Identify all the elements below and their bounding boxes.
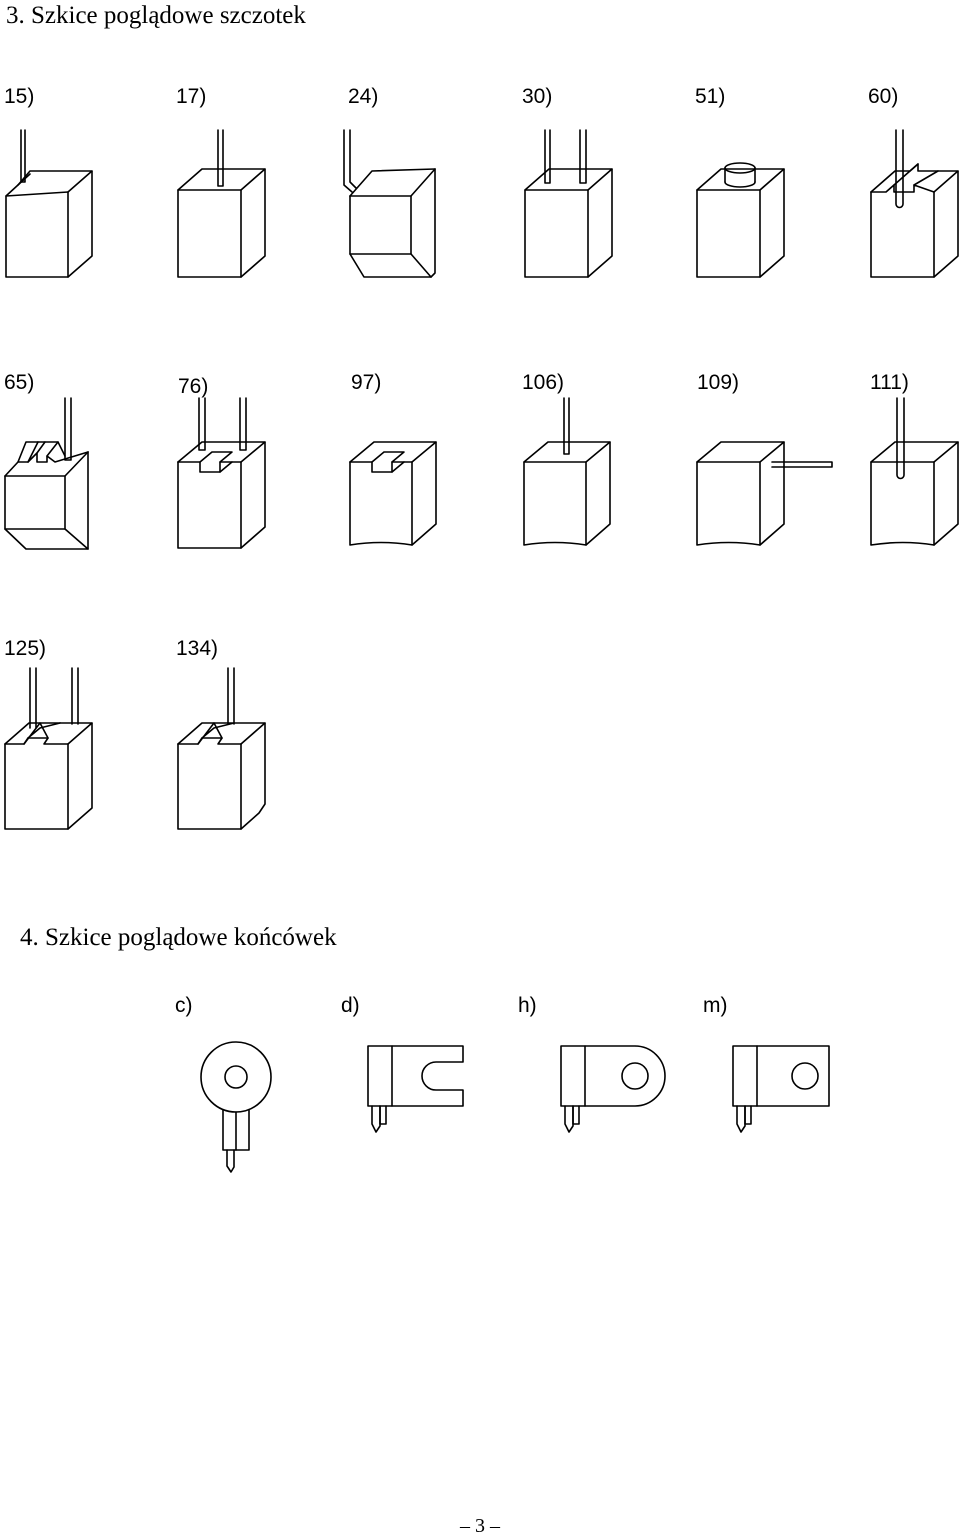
brush-sketch-111	[870, 397, 959, 546]
page-number: – 3 –	[460, 1515, 500, 1537]
brush-label-17: 17)	[176, 85, 207, 108]
brush-label-65: 65)	[4, 371, 35, 394]
brush-label-134: 134)	[176, 637, 219, 660]
brush-sketch-60	[870, 129, 959, 278]
brush-sketch-106	[523, 397, 611, 546]
brush-label-111: 111)	[870, 371, 909, 394]
brush-sketch-30	[524, 129, 613, 278]
brush-label-30: 30)	[522, 85, 553, 108]
brush-label-76: 76)	[178, 375, 209, 398]
brush-sketch-65	[4, 397, 89, 550]
brush-sketch-24	[343, 129, 436, 278]
terminal-sketch-m	[732, 1045, 830, 1133]
brush-sketch-17	[177, 129, 266, 278]
brush-label-97: 97)	[351, 371, 382, 394]
brush-label-15: 15)	[4, 85, 35, 108]
brush-sketch-76	[177, 397, 266, 549]
brush-label-106: 106)	[522, 371, 565, 394]
brush-sketch-109	[696, 441, 833, 546]
brush-sketch-51	[696, 162, 785, 278]
terminal-label-d: d)	[341, 994, 360, 1017]
brush-sketch-97	[349, 441, 437, 546]
terminal-label-c: c)	[175, 994, 193, 1017]
brush-sketch-134	[177, 667, 266, 830]
brush-label-125: 125)	[4, 637, 47, 660]
brush-label-109: 109)	[697, 371, 740, 394]
terminal-sketch-c	[200, 1041, 272, 1173]
brush-sketch-15	[5, 129, 93, 278]
terminal-label-h: h)	[518, 994, 537, 1017]
brush-label-51: 51)	[695, 85, 726, 108]
terminal-label-m: m)	[703, 994, 728, 1017]
terminal-sketch-d	[367, 1045, 464, 1133]
terminals-section-title: 4. Szkice poglądowe końcówek	[20, 924, 337, 951]
brush-sketch-125	[4, 667, 93, 830]
brushes-section-title: 3. Szkice poglądowe szczotek	[6, 2, 306, 29]
brush-label-24: 24)	[348, 85, 379, 108]
terminal-sketch-h	[560, 1045, 666, 1133]
brush-label-60: 60)	[868, 85, 899, 108]
